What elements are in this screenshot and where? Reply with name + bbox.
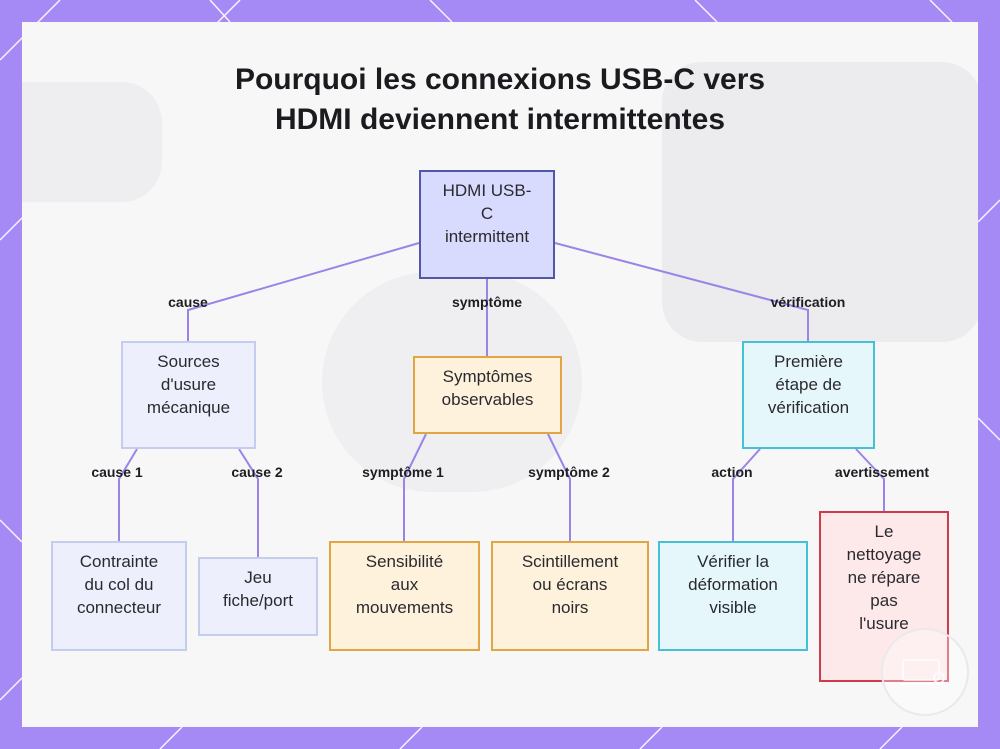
edge-label-cause-2: cause 2	[231, 464, 282, 480]
connector-warning	[856, 449, 884, 511]
connector-symptom2	[548, 434, 570, 541]
node-symptom-2: Scintillement ou écrans noirs	[491, 541, 649, 651]
node-symptom-1: Sensibilité aux mouvements	[329, 541, 480, 651]
edge-label-symptom: symptôme	[452, 294, 522, 310]
node-cause-1: Contrainte du col du connecteur	[51, 541, 187, 651]
edge-label-warning: avertissement	[835, 464, 929, 480]
node-verify: Première étape de vérification	[742, 341, 875, 449]
connector-symptom1	[404, 434, 426, 541]
node-action: Vérifier la déformation visible	[658, 541, 808, 651]
edge-label-action: action	[711, 464, 752, 480]
connector-cause	[188, 243, 419, 341]
watermark-logo	[881, 628, 969, 716]
node-root: HDMI USB- C intermittent	[419, 170, 555, 279]
connector-action	[733, 449, 760, 541]
edge-label-symptom-2: symptôme 2	[528, 464, 610, 480]
connector-cause1	[119, 449, 137, 541]
node-cause: Sources d'usure mécanique	[121, 341, 256, 449]
edge-label-symptom-1: symptôme 1	[362, 464, 444, 480]
connector-verify	[555, 243, 808, 341]
node-cause-2: Jeu fiche/port	[198, 557, 318, 636]
edge-label-cause-1: cause 1	[91, 464, 142, 480]
edge-label-verify: vérification	[771, 294, 846, 310]
edge-label-cause: cause	[168, 294, 208, 310]
laptop-icon	[883, 630, 967, 714]
node-symptom: Symptômes observables	[413, 356, 562, 434]
